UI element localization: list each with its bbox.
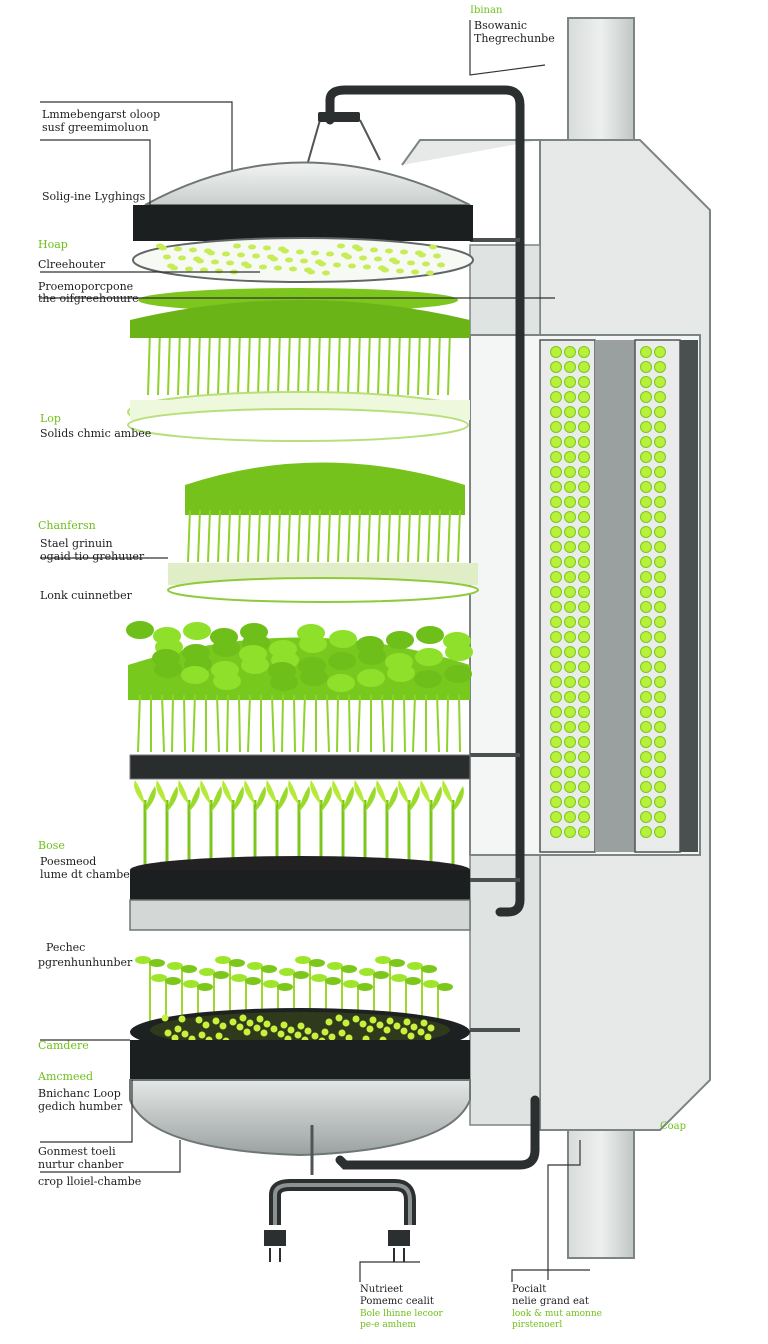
label-nutrient-a: Nutrieet bbox=[360, 1284, 403, 1295]
label-pocialt-a: Pocialt bbox=[512, 1284, 546, 1295]
label-gonmest-b: nurtur chanber bbox=[38, 1158, 124, 1171]
tier-3-leafy-greens bbox=[126, 621, 473, 780]
tier-1-tall-plants bbox=[127, 288, 470, 442]
tier-5-nutrient-basin bbox=[129, 956, 471, 1175]
label-hoap: Hoap bbox=[38, 238, 68, 251]
label-left-1a: Lmmebengarst oloop bbox=[42, 108, 160, 121]
label-proemoper-b: the oifgreehouure bbox=[38, 292, 139, 305]
label-lop: Lop bbox=[40, 412, 61, 425]
label-poesmeod-b: lume dt chambe bbox=[40, 868, 130, 881]
label-bose: Bose bbox=[38, 839, 65, 852]
label-lonk: Lonk cuinnetber bbox=[40, 589, 133, 602]
label-pocialt-d: pirstenoerl bbox=[512, 1320, 562, 1330]
label-top-right-1: Ibinan bbox=[470, 5, 503, 16]
label-pocialt-b: nelie grand eat bbox=[512, 1296, 589, 1307]
label-crop: crop lloiel-chambe bbox=[38, 1175, 141, 1188]
diagram-labels: Ibinan Bsowanic Thegrechunbe Lmmebengars… bbox=[37, 5, 686, 1330]
label-nutrient-c: Bole lhinne lecoor bbox=[360, 1309, 444, 1319]
led-light-strips bbox=[550, 346, 666, 838]
label-coap: Coap bbox=[660, 1121, 686, 1132]
label-nutrient-d: pe-e amhem bbox=[360, 1320, 416, 1330]
label-camdere: Camdere bbox=[38, 1039, 89, 1052]
label-solids: Solids chmic ambee bbox=[40, 427, 151, 440]
label-top-right-2: Bsowanic bbox=[474, 19, 527, 32]
label-pocialt-c: look & mut amonne bbox=[512, 1309, 602, 1319]
tier-4-seedlings bbox=[129, 780, 471, 931]
label-lighting: Solig-ine Lyghings bbox=[42, 190, 146, 203]
label-bnichanc-a: Bnichanc Loop bbox=[38, 1087, 121, 1100]
tier-2-canopy bbox=[167, 462, 479, 603]
label-pechec-b: pgrenhunhunber bbox=[38, 956, 133, 969]
grow-light-spots bbox=[156, 243, 445, 276]
label-poesmeod-a: Poesmeod bbox=[40, 855, 96, 868]
label-left-1b: susf greemimoluon bbox=[42, 121, 149, 134]
label-nutrient-b: Pomemc cealit bbox=[360, 1296, 434, 1307]
label-bnichanc-b: gedich humber bbox=[38, 1100, 123, 1113]
label-stael-a: Stael grinuin bbox=[40, 537, 113, 550]
drain-pipes bbox=[264, 1179, 416, 1262]
label-stael-b: ogaid tio grehuuer bbox=[40, 550, 145, 563]
label-proemoper-a: Proemoporcpone bbox=[38, 280, 133, 293]
nutrient-pipe bbox=[325, 85, 540, 1170]
label-gonmest-a: Gonmest toeli bbox=[38, 1145, 116, 1158]
label-top-right-3: Thegrechunbe bbox=[474, 32, 555, 45]
label-greehouter: Clreehouter bbox=[38, 258, 106, 271]
label-chambere-green: Chanfersn bbox=[38, 519, 96, 532]
pipe-connectors bbox=[470, 238, 520, 1032]
leader-lines bbox=[40, 20, 590, 1282]
label-amcmeed: Amcmeed bbox=[37, 1070, 93, 1083]
label-pechec-a: Pechec bbox=[46, 941, 85, 954]
